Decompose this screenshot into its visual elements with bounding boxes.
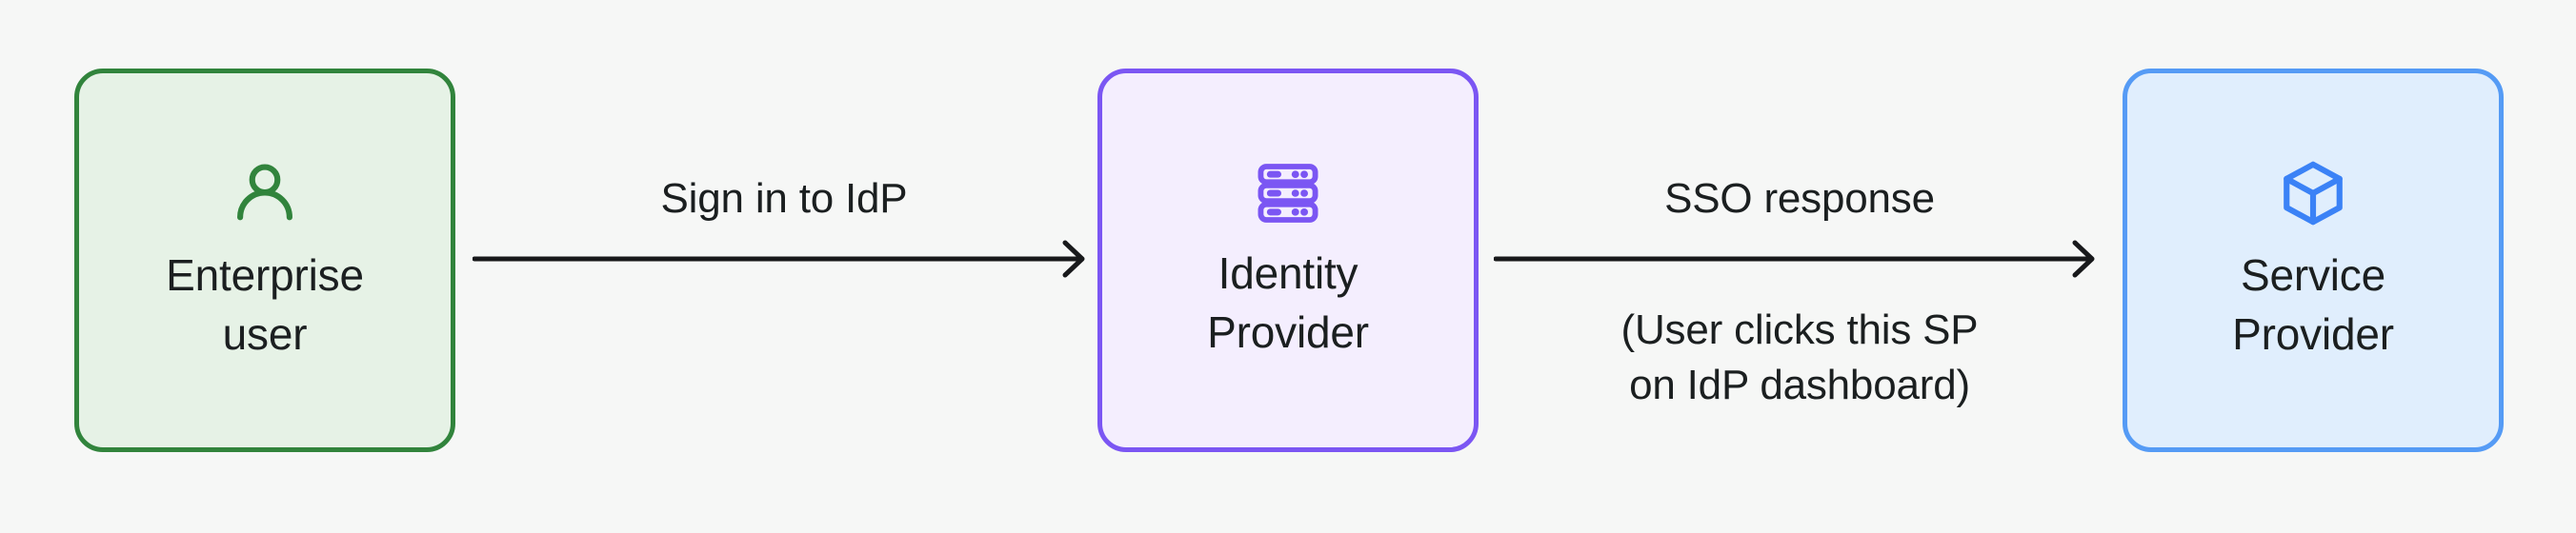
- node-label: Identity Provider: [1207, 247, 1369, 357]
- arrow-identity-provider-to-service-provider: [1493, 240, 2105, 278]
- node-label: Enterprise user: [166, 249, 364, 359]
- user-icon: [230, 158, 300, 228]
- arrow-enterprise-user-to-identity-provider: [472, 240, 1096, 278]
- node-enterprise-user[interactable]: Enterprise user: [74, 69, 455, 452]
- node-service-provider[interactable]: Service Provider: [2123, 69, 2504, 452]
- server-icon: [1255, 160, 1321, 227]
- node-label: Service Provider: [2232, 249, 2394, 359]
- edge-label-sign-in: Sign in to IdP: [660, 175, 908, 222]
- edge-sublabel-sso-response: (User clicks this SP on IdP dashboard): [1620, 306, 1979, 408]
- edge-label-sso-response: SSO response: [1664, 175, 1935, 222]
- cube-icon: [2278, 158, 2348, 228]
- node-identity-provider[interactable]: Identity Provider: [1097, 69, 1479, 452]
